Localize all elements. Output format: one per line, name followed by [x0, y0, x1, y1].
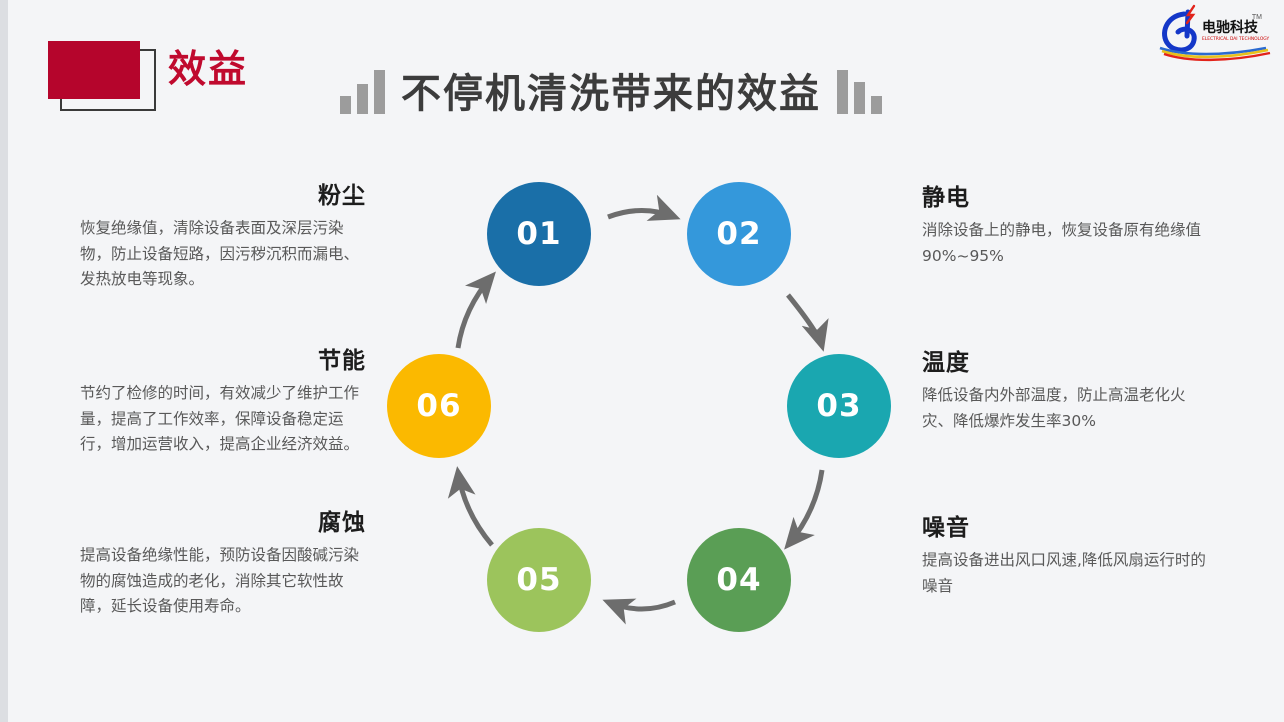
benefit-block-temperature: 温度 降低设备内外部温度，防止高温老化火灾、降低爆炸发生率30% — [922, 350, 1208, 434]
header-square-accent — [48, 41, 140, 99]
cycle-node-03[interactable]: 03 — [787, 354, 891, 458]
benefit-desc-static: 消除设备上的静电，恢复设备原有绝缘值90%~95% — [922, 221, 1202, 265]
logo-brand-en: ELECTRICAL DAI TECHNOLOGY — [1202, 36, 1269, 42]
header-section-tag: 效益 — [168, 47, 249, 91]
company-logo: 电驰科技 ELECTRICAL DAI TECHNOLOGY TM — [1154, 4, 1274, 62]
page-title: 不停机清洗带来的效益 — [401, 71, 821, 117]
benefit-block-noise: 噪音 提高设备进出风口风速,降低风扇运行时的噪音 — [922, 515, 1208, 599]
cycle-node-02[interactable]: 02 — [687, 182, 791, 286]
logo-brand-cn: 电驰科技 — [1202, 19, 1259, 36]
logo-trademark: TM — [1251, 14, 1262, 21]
benefit-block-dust: 粉尘 恢复绝缘值，清除设备表面及深层污染物，防止设备短路，因污秽沉积而漏电、发热… — [80, 183, 366, 292]
cycle-node-05[interactable]: 05 — [487, 528, 591, 632]
benefit-title-energy-saving: 节能 — [318, 348, 366, 374]
benefit-desc-corrosion: 提高设备绝缘性能，预防设备因酸碱污染物的腐蚀造成的老化，消除其它软性故障，延长设… — [80, 546, 360, 615]
benefit-desc-energy-saving: 节约了检修的时间，有效减少了维护工作量，提高了工作效率，保障设备稳定运行，增加运… — [80, 384, 360, 453]
benefit-block-static: 静电 消除设备上的静电，恢复设备原有绝缘值90%~95% — [922, 185, 1208, 269]
benefit-block-corrosion: 腐蚀 提高设备绝缘性能，预防设备因酸碱污染物的腐蚀造成的老化，消除其它软性故障，… — [80, 510, 366, 619]
benefit-title-noise: 噪音 — [922, 515, 970, 541]
benefit-title-static: 静电 — [922, 185, 970, 211]
benefits-cycle-diagram: 01 02 03 04 05 06 — [370, 160, 910, 660]
benefit-title-dust: 粉尘 — [318, 183, 366, 209]
cycle-node-06[interactable]: 06 — [387, 354, 491, 458]
benefit-block-energy-saving: 节能 节约了检修的时间，有效减少了维护工作量，提高了工作效率，保障设备稳定运行，… — [80, 348, 366, 457]
left-edge-strip — [0, 0, 8, 722]
bar-chart-decor-right-icon — [837, 68, 882, 114]
benefit-desc-noise: 提高设备进出风口风速,降低风扇运行时的噪音 — [922, 551, 1206, 595]
slide-title-group: 不停机清洗带来的效益 — [340, 68, 882, 114]
benefit-desc-temperature: 降低设备内外部温度，防止高温老化火灾、降低爆炸发生率30% — [922, 386, 1186, 430]
benefit-title-temperature: 温度 — [922, 350, 970, 376]
benefit-title-corrosion: 腐蚀 — [318, 510, 366, 536]
logo-mark-icon: 电驰科技 ELECTRICAL DAI TECHNOLOGY — [1159, 4, 1271, 62]
cycle-node-01[interactable]: 01 — [487, 182, 591, 286]
benefit-desc-dust: 恢复绝缘值，清除设备表面及深层污染物，防止设备短路，因污秽沉积而漏电、发热放电等… — [80, 219, 360, 288]
bar-chart-decor-left-icon — [340, 68, 385, 114]
cycle-node-04[interactable]: 04 — [687, 528, 791, 632]
